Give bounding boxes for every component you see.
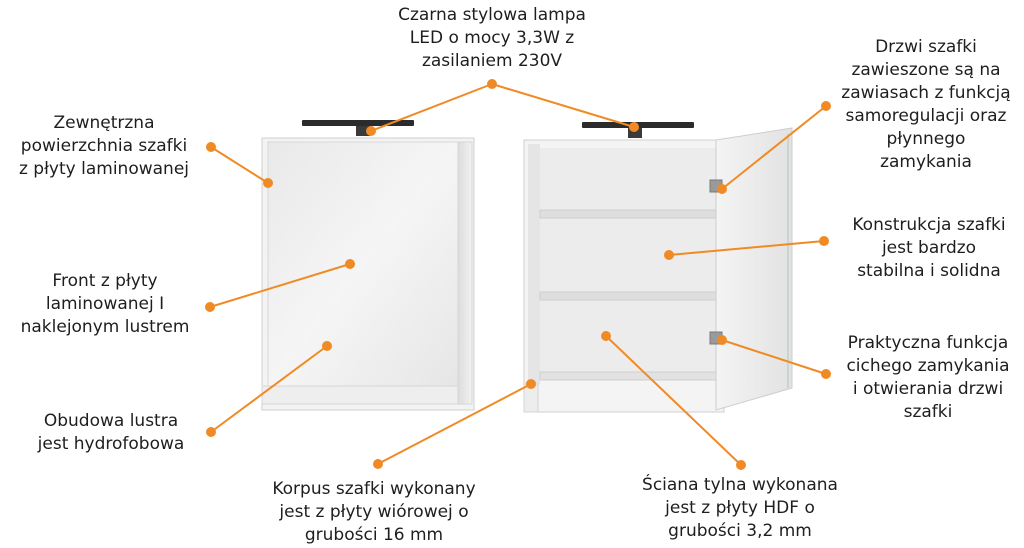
closed-cabinet xyxy=(261,120,475,411)
callout-front xyxy=(209,263,351,308)
label-back-wall: Ściana tylna wykonana jest z płyty HDF o… xyxy=(642,475,838,541)
label-body: Korpus szafki wykonany jest z płyty wiór… xyxy=(272,479,476,545)
cabinet-back-wall xyxy=(540,148,718,374)
cabinet-bottom xyxy=(539,371,719,381)
cabinet-left-wall xyxy=(528,144,540,384)
callout-soft-close xyxy=(721,339,827,375)
mirror-bottom-frame xyxy=(261,385,459,405)
callout-dot xyxy=(717,184,727,194)
callout-dot xyxy=(664,250,674,260)
callout-door-hinges xyxy=(721,105,827,190)
led-lamp-mount-open xyxy=(628,128,642,138)
mirror-front xyxy=(267,141,459,387)
callout-dot xyxy=(345,259,355,269)
callout-mirror-frame xyxy=(210,345,328,433)
open-cabinet xyxy=(523,122,793,413)
callout-dot xyxy=(373,459,383,469)
callout-dot xyxy=(366,126,376,136)
label-outer-surface: Zewnętrzna powierzchnia szafki z płyty l… xyxy=(18,113,190,179)
callout-dot xyxy=(819,236,829,246)
cabinet-door xyxy=(715,127,793,411)
shelf-lower xyxy=(539,291,719,301)
label-front: Front z płyty laminowanej I naklejonym l… xyxy=(20,271,190,337)
callout-dot xyxy=(601,331,611,341)
label-soft-close: Praktyczna funkcja cichego zamykania i o… xyxy=(846,333,1010,422)
label-lamp: Czarna stylowa lampa LED o mocy 3,3W z z… xyxy=(398,5,586,71)
callout-dot xyxy=(263,178,273,188)
callout-dot xyxy=(205,302,215,312)
callout-dot xyxy=(322,341,332,351)
callout-dot xyxy=(487,79,497,89)
callout-construction xyxy=(668,240,825,256)
cabinet-side-panel xyxy=(457,141,473,405)
callout-lamp-right xyxy=(491,83,635,128)
callout-lamp-left xyxy=(370,83,493,132)
shelf-upper xyxy=(539,209,719,219)
callout-dot xyxy=(526,379,536,389)
callout-back-wall xyxy=(605,335,742,466)
callout-outer-surface xyxy=(210,146,269,184)
callout-dot xyxy=(206,142,216,152)
callout-dot xyxy=(629,122,639,132)
callout-dot xyxy=(821,369,831,379)
callout-body xyxy=(377,383,532,465)
callout-dot xyxy=(206,427,216,437)
label-mirror-frame: Obudowa lustra jest hydrofobowa xyxy=(37,411,185,454)
led-lamp-mount xyxy=(356,126,370,136)
callout-lines xyxy=(205,79,831,470)
label-door-hinges: Drzwi szafki zawieszone są na zawiasach … xyxy=(841,37,1011,172)
callout-dot xyxy=(821,101,831,111)
callout-dot xyxy=(717,335,727,345)
callout-dot xyxy=(736,460,746,470)
label-construction: Konstrukcja szafki jest bardzo stabilna … xyxy=(852,215,1006,281)
